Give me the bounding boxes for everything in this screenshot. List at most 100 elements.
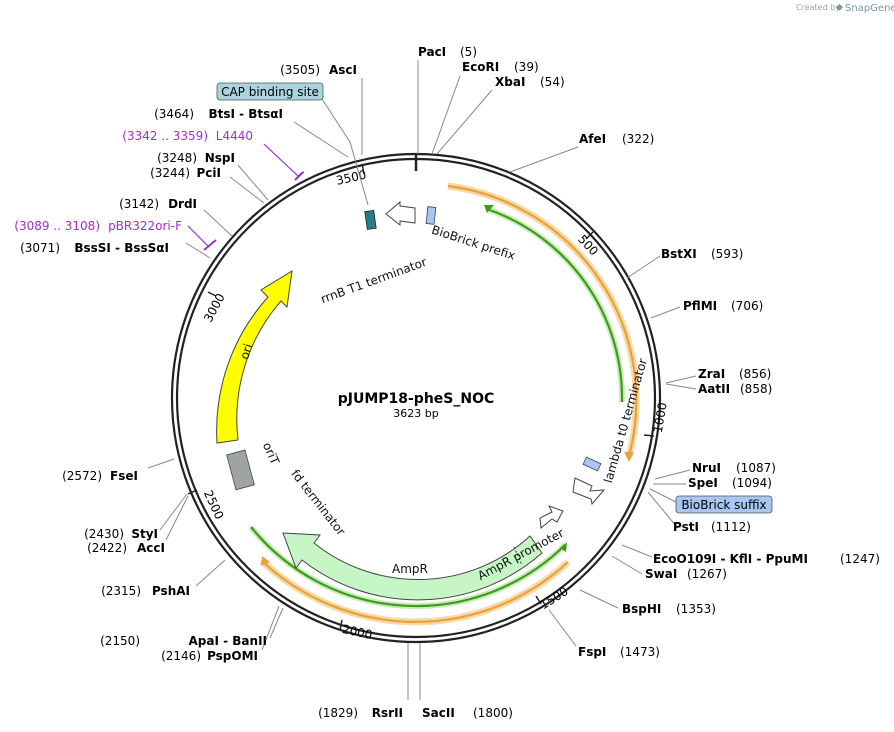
site-zrai-pos: (856) [739, 367, 771, 381]
feature-orit [226, 449, 255, 491]
site-sacii-pos: (1800) [473, 706, 513, 720]
leader-ecoo109i [621, 544, 653, 558]
site-rsrii-pos: (1829) [318, 706, 358, 720]
tick-mark-500 [585, 231, 594, 240]
leader-drdi [203, 209, 233, 237]
site-pspomi-name: PspOMI [207, 649, 258, 663]
feature-terminator-arrow [385, 200, 416, 227]
label-orit: oriT [260, 440, 282, 467]
leader-bbsuffix [649, 488, 679, 504]
site-pcii-pos: (3244) [150, 166, 190, 180]
site-bsssi-pos: (3071) [20, 241, 60, 255]
site-labels-right: PacI (5) EcoRI (39) XbaI (54) AfeI (322)… [418, 45, 880, 720]
tick-mark-1000 [643, 434, 655, 437]
site-styi-name: StyI [131, 527, 158, 541]
leader-afei [509, 146, 579, 173]
primers [187, 143, 305, 251]
tick-label-1000: 1000 [651, 401, 670, 434]
label-ampr: AmpR [392, 562, 428, 576]
orf-arc-bottom-green-arrowhead [560, 542, 567, 552]
site-nspi-name: NspI [205, 151, 235, 165]
label-ori: ori [237, 342, 255, 361]
site-swai-pos: (1267) [687, 567, 727, 581]
tick-mark-3000 [207, 291, 217, 297]
site-btsi-name: BtsI - BtsαI [208, 107, 283, 121]
leader-nspi [237, 164, 269, 201]
orf-arc-right-orange-arrowhead [624, 452, 634, 462]
snapgene-brand-text: SnapGene [845, 3, 894, 14]
snapgene-logo-mark-icon: ⬥ [836, 2, 843, 13]
tick-label-3000: 3000 [201, 291, 228, 325]
cap-binding-site-box [216, 82, 324, 101]
site-btsi-pos: (3464) [154, 107, 194, 121]
created-by-text: Created by [796, 3, 840, 12]
biobrick-suffix-label: BioBrick suffix [681, 498, 766, 512]
site-ecori-pos: (39) [514, 60, 539, 74]
cap-binding-site-label: CAP binding site [221, 85, 319, 99]
orf-arc-right-orange [447, 184, 638, 457]
site-leader-lines [147, 60, 697, 700]
leader-pspomi [261, 605, 280, 651]
leader-ecori [431, 75, 461, 155]
tick-label-3500: 3500 [335, 168, 368, 188]
site-paci-pos: (5) [460, 45, 477, 59]
site-asci-name: AscI [329, 63, 357, 77]
orf-arc-right-green [486, 207, 624, 403]
plasmid-size: 3623 bp [393, 407, 438, 420]
label-fd-terminator: fd terminator [288, 467, 348, 538]
leader-cap [321, 98, 369, 206]
tick-label-2000: 2000 [341, 622, 374, 642]
site-sacii-name: SacII [422, 706, 455, 720]
site-asci-pos: (3505) [280, 63, 320, 77]
leader-swai [611, 555, 643, 575]
site-xbai-name: XbaI [495, 75, 525, 89]
site-paci-name: PacI [418, 45, 446, 59]
site-srui-name: NruI [692, 461, 721, 475]
tick-label-1500: 1500 [537, 584, 570, 612]
primer-l4440-leader [263, 143, 305, 177]
site-zrai-name: ZraI [698, 367, 725, 381]
tick-mark-2500 [187, 489, 198, 495]
site-acci-name: AccI [137, 541, 165, 555]
site-drdi-name: DrdI [168, 197, 197, 211]
site-acci-pos: (2422) [87, 541, 127, 555]
site-psti-name: PstI [673, 520, 699, 534]
features [216, 200, 606, 601]
leader-styi [159, 493, 188, 531]
site-pshai-pos: (2315) [101, 584, 141, 598]
leader-bstxi [626, 255, 661, 279]
leader-bsphi [579, 589, 619, 609]
site-xbai-pos: (54) [540, 75, 565, 89]
site-ecoo109i-pos: (1247) [840, 552, 880, 566]
feature-lambda-t0-arrow [572, 477, 606, 506]
label-lambda-t0-terminator: lambda t0 terminator [601, 357, 650, 485]
site-labels-left: RsrII (1829) PspOMI (2146) ApaI - BanII … [20, 63, 403, 720]
site-bsphi-pos: (1353) [676, 602, 716, 616]
site-drdi-pos: (3142) [119, 197, 159, 211]
leader-psti [647, 491, 677, 527]
site-psti-pos: (1112) [711, 520, 751, 534]
site-afei-pos: (322) [622, 132, 654, 146]
site-bstxi-pos: (593) [711, 247, 743, 261]
site-swai-name: SwaI [645, 567, 677, 581]
site-pcii-name: PciI [197, 166, 222, 180]
site-pflmi-pos: (706) [731, 299, 763, 313]
leader-acci [165, 495, 189, 541]
feature-ampr-promoter-arrow [539, 505, 564, 529]
site-pflmi-name: PflMI [683, 299, 717, 313]
leader-pflmi [650, 306, 681, 319]
orf-arcs [248, 182, 640, 626]
leader-zrai [665, 375, 697, 384]
leader-apai [269, 607, 284, 639]
site-bstxi-name: BstXI [661, 247, 697, 261]
site-bsssi-name: BssSI - BssSαI [74, 241, 169, 255]
primer-l4440-mark [294, 171, 304, 181]
primer-pbr322-range: (3089 .. 3108) [14, 219, 100, 233]
site-srui-pos: (1087) [736, 461, 776, 475]
label-biobrick-prefix: BioBrick prefix [430, 223, 517, 263]
primer-pbr322-name: pBR322ori-F [108, 219, 182, 233]
feature-ori-arrow [216, 270, 293, 444]
site-pshai-name: PshAI [152, 584, 190, 598]
backbone-outer-ring [170, 152, 662, 644]
